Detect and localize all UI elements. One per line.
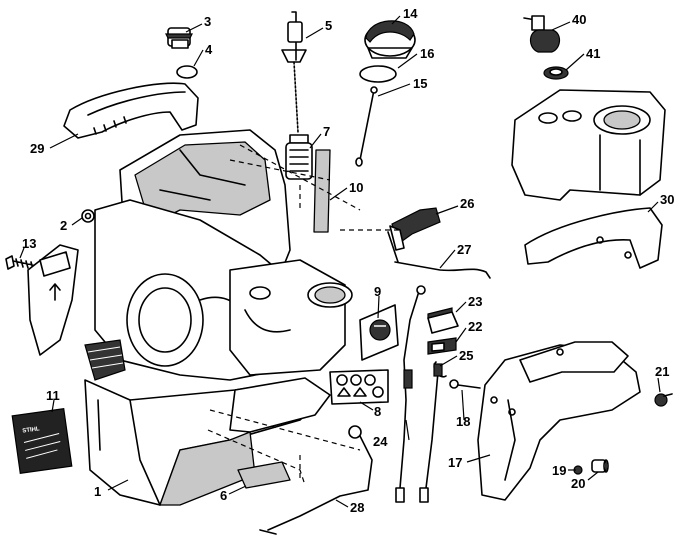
part-number-labels: 3 4 5 7 10 14 16 15 29 2 13 40 41 30 26 …: [22, 6, 674, 515]
fuel-filter-part-7: [285, 134, 313, 180]
sticker-part-11: STIHL: [11, 407, 73, 475]
vent-part-15: [355, 86, 378, 167]
label-6: 6: [220, 488, 227, 503]
label-21: 21: [655, 364, 669, 379]
screw-part-13: [5, 255, 39, 270]
label-30: 30: [660, 192, 674, 207]
handle-cover-part-29: [63, 82, 199, 139]
plug-part-3: [165, 27, 193, 49]
label-27: 27: [457, 242, 471, 257]
pad-part-6: [237, 461, 291, 489]
assembly-lines: [207, 144, 400, 486]
leader-lines: [19, 15, 661, 508]
label-20: 20: [571, 476, 585, 491]
label-7: 7: [323, 124, 330, 139]
tank-housing: [511, 89, 666, 201]
seal-part-41: [543, 66, 569, 80]
label-15: 15: [413, 76, 427, 91]
label-23: 23: [468, 294, 482, 309]
side-cover-left: [27, 244, 79, 356]
label-26: 26: [460, 196, 474, 211]
fuel-cap-part-14: [364, 20, 416, 59]
plug-part-40: [523, 15, 561, 53]
label-11: 11: [46, 388, 60, 403]
label-5: 5: [325, 18, 332, 33]
label-24: 24: [373, 434, 388, 449]
blower-housing-part: [84, 129, 353, 506]
label-22: 22: [468, 319, 482, 334]
fuel-pickup-part-5: [281, 11, 307, 133]
switch-part-22: [427, 337, 457, 355]
label-14: 14: [403, 6, 418, 21]
label-19: 19: [552, 463, 566, 478]
label-40: 40: [572, 12, 586, 27]
cable-part-27: [394, 261, 491, 279]
gasket-part-16: [359, 65, 397, 83]
label-8: 8: [374, 404, 381, 419]
label-18: 18: [456, 414, 470, 429]
screw-part-2: [81, 209, 95, 223]
switch-part-23: [427, 307, 459, 334]
wiring-harness-part-24: [395, 285, 443, 503]
label-2: 2: [60, 218, 67, 233]
label-3: 3: [204, 14, 211, 29]
label-4: 4: [205, 42, 213, 57]
o-ring-part-4: [176, 65, 198, 79]
decal-part-9: [359, 304, 399, 361]
cover-part-30: [524, 207, 663, 269]
label-9: 9: [374, 284, 381, 299]
screw-part-21: [654, 393, 673, 407]
label-13: 13: [22, 236, 36, 251]
label-29: 29: [30, 141, 44, 156]
label-16: 16: [420, 46, 434, 61]
nut-part-20: [591, 459, 609, 473]
label-28: 28: [350, 500, 364, 515]
label-41: 41: [586, 46, 600, 61]
warning-decal-part-8: [329, 369, 389, 405]
throttle-trigger-part-26: [387, 207, 441, 263]
label-17: 17: [448, 455, 462, 470]
label-1: 1: [94, 484, 101, 499]
label-10: 10: [349, 180, 363, 195]
sticker-brand-text: STIHL: [22, 426, 40, 434]
label-25: 25: [459, 348, 473, 363]
fuel-line-part-10: [313, 149, 331, 233]
shroud-part-17: [477, 341, 641, 501]
ground-wire-part-28: [259, 425, 373, 535]
pin-part-18: [449, 379, 481, 389]
